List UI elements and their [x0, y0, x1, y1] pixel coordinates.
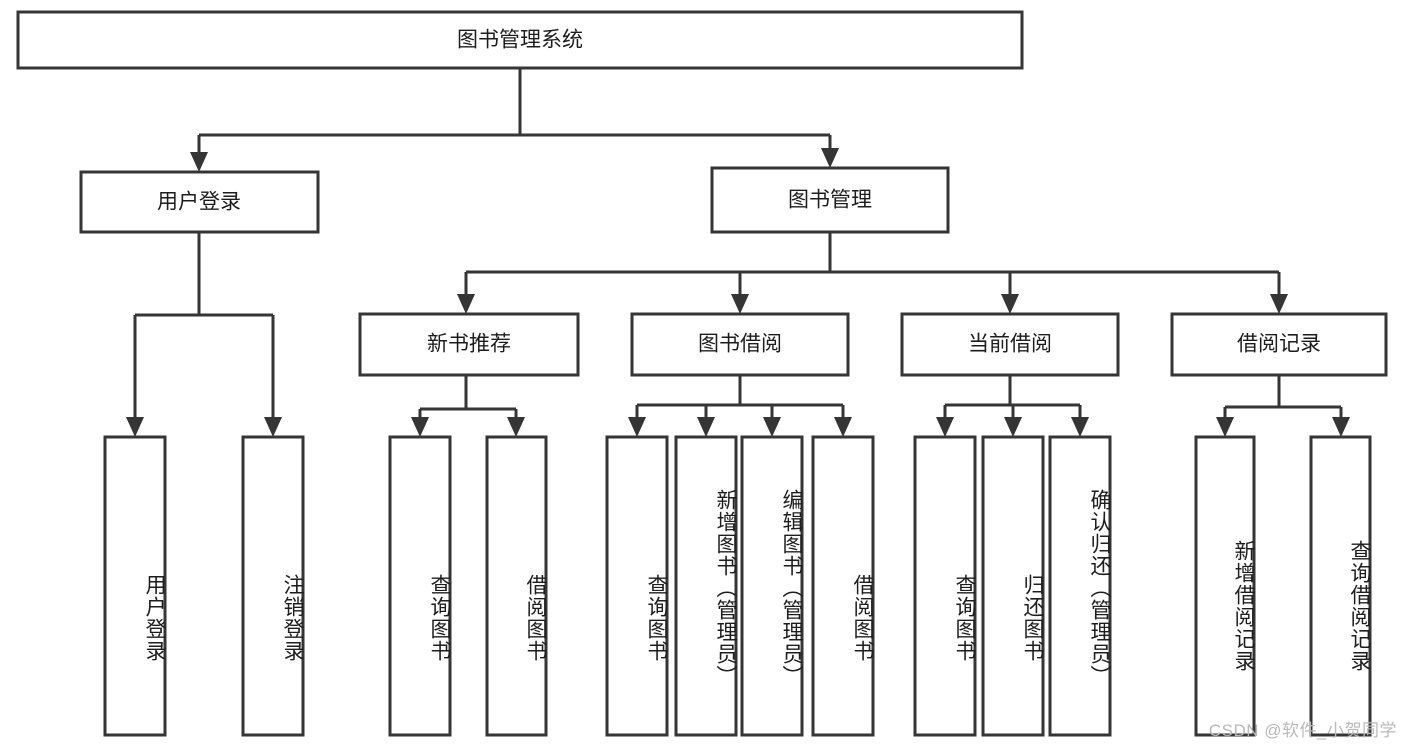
arrowhead-book-borrow-leaf-4: [834, 417, 852, 437]
connector-group-book-manage: [464, 232, 1281, 294]
connector-group-borrow-record: [1223, 375, 1343, 417]
arrowhead-current-borrow-leaf-1: [936, 417, 954, 437]
node-current-borrow[interactable]: 当前借阅: [900, 312, 1120, 377]
arrowhead-to-borrow-record: [1270, 294, 1288, 314]
connector-group-root: [197, 68, 832, 152]
connector-group-new-book-recommend: [418, 375, 518, 417]
arrowhead-to-user-login: [190, 152, 208, 172]
arrowhead-to-book-borrow: [731, 294, 749, 314]
leaf-box-user-login-2[interactable]: [241, 435, 305, 737]
leaf-box-borrow-record-2[interactable]: [1309, 435, 1372, 737]
arrowhead-new-book-leaf-2: [507, 417, 525, 437]
arrowhead-user-login-leaf-1: [126, 417, 144, 437]
arrowhead-book-borrow-leaf-2: [697, 417, 715, 437]
arrowhead-to-current-borrow: [1001, 294, 1019, 314]
leaf-box-new-book-2[interactable]: [485, 435, 548, 737]
node-book-manage[interactable]: 图书管理: [710, 166, 950, 234]
arrowhead-current-borrow-leaf-3: [1071, 417, 1089, 437]
arrowhead-book-borrow-leaf-3: [763, 417, 781, 437]
leaf-box-current-borrow-3[interactable]: [1048, 435, 1112, 737]
arrowhead-user-login-leaf-2: [264, 417, 282, 437]
leaf-box-new-book-1[interactable]: [388, 435, 452, 737]
node-book-borrow[interactable]: 图书借阅: [630, 312, 850, 377]
leaf-box-book-borrow-1[interactable]: [605, 435, 669, 737]
csdn-watermark: CSDN @软件_小贺同学: [1208, 721, 1397, 740]
node-new-book-recommend[interactable]: 新书推荐: [358, 312, 580, 377]
connector-group-book-borrow: [635, 375, 845, 417]
leaf-box-borrow-record-1[interactable]: [1194, 435, 1256, 737]
node-current-borrow-label: 当前借阅: [968, 333, 1052, 356]
leaf-box-current-borrow-2[interactable]: [981, 435, 1045, 737]
leaf-box-user-login-1[interactable]: [103, 435, 167, 737]
node-root-label: 图书管理系统: [457, 29, 583, 52]
leaf-box-book-borrow-3[interactable]: [740, 435, 804, 737]
leaf-box-group: [103, 435, 1372, 737]
node-user-login[interactable]: 用户登录: [79, 170, 320, 234]
arrowhead-to-book-manage: [821, 148, 839, 168]
connector-group-current-borrow: [943, 375, 1082, 417]
arrowhead-new-book-leaf-1: [411, 417, 429, 437]
leaf-box-book-borrow-2[interactable]: [674, 435, 738, 737]
arrowhead-book-borrow-leaf-1: [628, 417, 646, 437]
node-book-borrow-label: 图书借阅: [698, 333, 782, 356]
arrowhead-current-borrow-leaf-2: [1004, 417, 1022, 437]
connector-group-user-login: [133, 232, 275, 417]
leaf-box-book-borrow-4[interactable]: [811, 435, 875, 737]
arrowhead-borrow-record-leaf-2: [1332, 417, 1350, 437]
node-new-book-recommend-label: 新书推荐: [427, 333, 511, 356]
arrowhead-borrow-record-leaf-1: [1216, 417, 1234, 437]
node-root[interactable]: 图书管理系统: [16, 10, 1024, 70]
arrowhead-to-new-book-recommend: [457, 294, 475, 314]
node-borrow-record-label: 借阅记录: [1237, 333, 1321, 356]
node-user-login-label: 用户登录: [157, 191, 241, 214]
leaf-box-current-borrow-1[interactable]: [913, 435, 977, 737]
node-borrow-record[interactable]: 借阅记录: [1170, 312, 1388, 377]
node-book-manage-label: 图书管理: [788, 189, 872, 212]
